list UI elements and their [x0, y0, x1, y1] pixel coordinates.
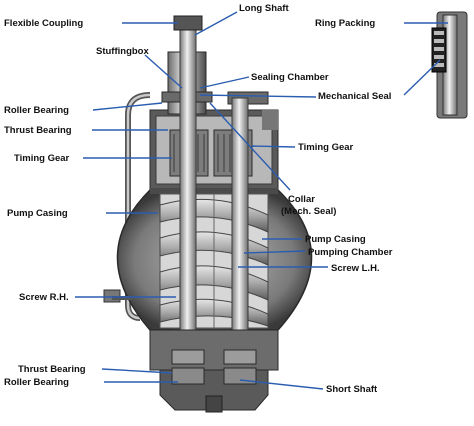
label-stuffingbox: Stuffingbox — [96, 46, 149, 57]
label-roller-bearing-bottom: Roller Bearing — [4, 377, 69, 388]
label-timing-gear-left: Timing Gear — [14, 153, 70, 164]
label-collar: Collar — [288, 194, 315, 205]
label-screw-lh: Screw L.H. — [331, 263, 380, 274]
label-thrust-bearing-bottom: Thrust Bearing — [18, 364, 86, 375]
label-short-shaft: Short Shaft — [326, 384, 378, 395]
label-long-shaft: Long Shaft — [239, 3, 289, 14]
label-pumping-chamber: Pumping Chamber — [308, 247, 393, 258]
flexible-coupling-body — [173, 15, 203, 31]
leader-lines — [75, 11, 448, 390]
lower-casing — [149, 329, 279, 371]
label-pump-casing-left: Pump Casing — [7, 208, 68, 219]
label-flexible-coupling: Flexible Coupling — [4, 18, 83, 29]
label-roller-bearing-top: Roller Bearing — [4, 105, 69, 116]
pump-body — [103, 15, 313, 413]
long-shaft — [179, 17, 197, 374]
label-mechanical-seal: Mechanical Seal — [318, 91, 391, 102]
label-sealing-chamber: Sealing Chamber — [251, 72, 329, 83]
label-timing-gear-right: Timing Gear — [298, 142, 354, 153]
label-ring-packing: Ring Packing — [315, 18, 375, 29]
labels: Flexible Coupling Long Shaft Ring Packin… — [4, 3, 393, 395]
label-collar-sub: (Mech. Seal) — [281, 206, 336, 217]
label-thrust-bearing-top: Thrust Bearing — [4, 125, 72, 136]
ring-packing-inset — [431, 11, 468, 119]
label-pump-casing-right: Pump Casing — [305, 234, 366, 245]
label-screw-rh: Screw R.H. — [19, 292, 69, 303]
